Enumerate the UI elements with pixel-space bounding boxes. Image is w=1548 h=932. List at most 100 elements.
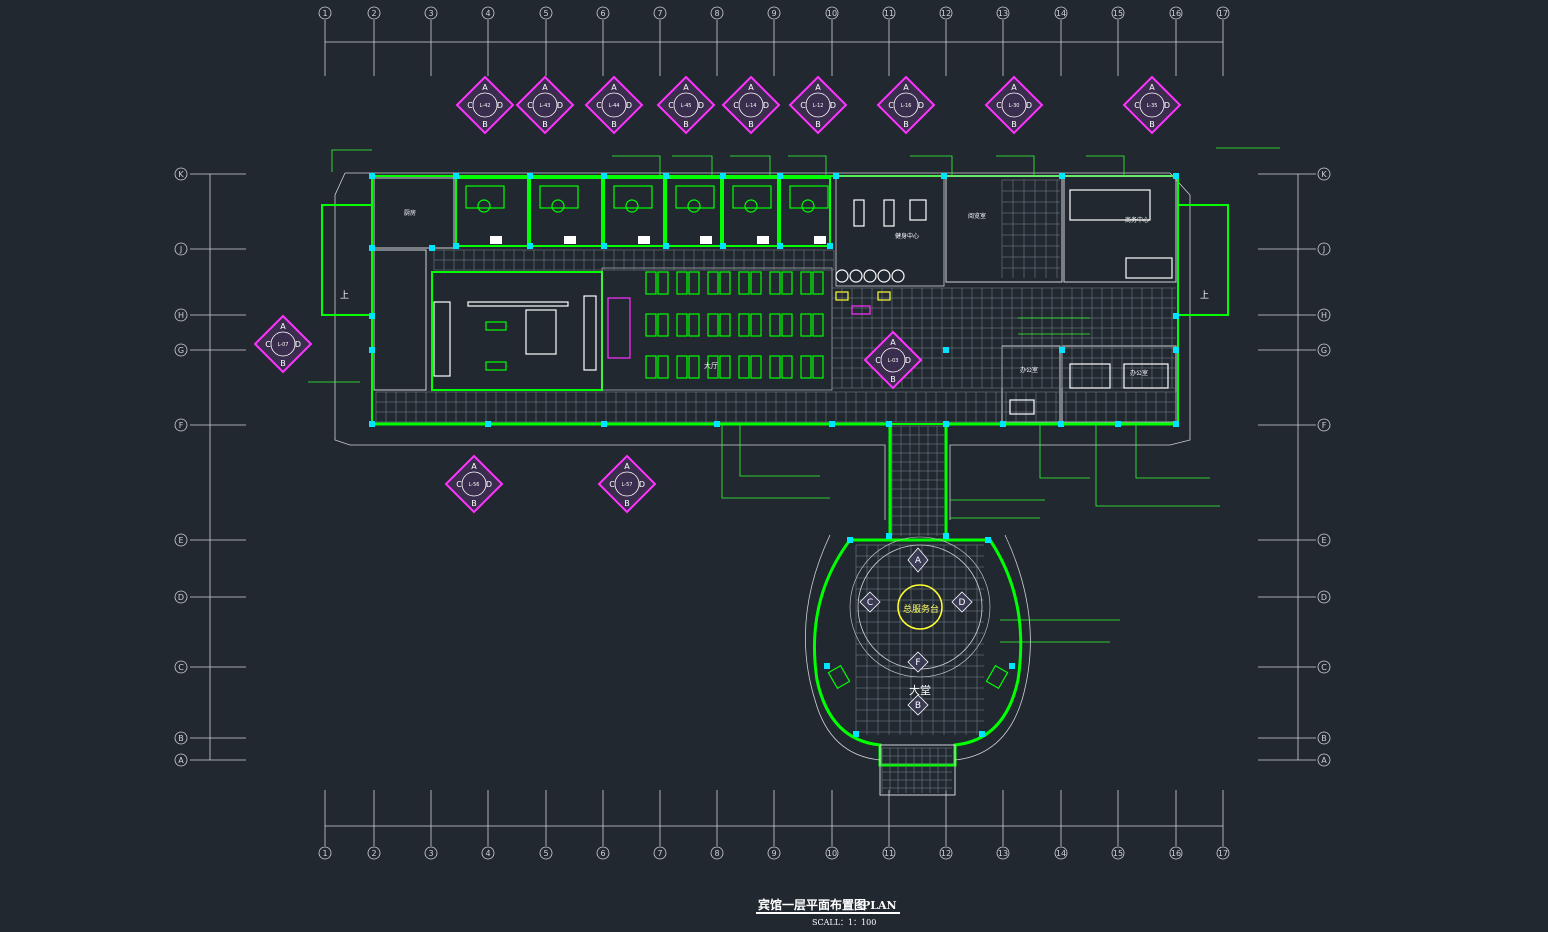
grid-col-label: 10 — [827, 849, 837, 858]
grid-col-label: 12 — [941, 849, 951, 858]
grid-col-bubble-13: 13 — [996, 846, 1010, 860]
reception-label: 总服务台 — [903, 603, 939, 615]
column — [1058, 421, 1064, 427]
lobby-markers: A C D F B — [859, 547, 973, 716]
index-letter-a: A — [280, 322, 286, 331]
grid-col-bubble-7: 7 — [653, 6, 667, 20]
grid-col-bubble-8: 8 — [710, 846, 724, 860]
index-ref: L-14 — [746, 103, 757, 109]
grid-col-bubble-4: 4 — [481, 6, 495, 20]
grid-col-bubble-4: 4 — [481, 846, 495, 860]
index-letter-b: B — [482, 120, 488, 129]
grid-row-label: J — [179, 245, 182, 254]
index-letter-b: B — [280, 359, 286, 368]
index-letter-c: C — [996, 101, 1002, 110]
grid-row-label: C — [1321, 663, 1327, 672]
grid-col-label: 3 — [428, 849, 433, 858]
grid-col-label: 2 — [371, 849, 376, 858]
grid-col-bubble-12: 12 — [939, 6, 953, 20]
grid-col-label: 11 — [884, 9, 894, 18]
dimension-lines — [190, 20, 1316, 846]
grid-col-label: 8 — [714, 9, 719, 18]
index-ref: L-12 — [813, 103, 824, 109]
grid-col-label: 7 — [657, 9, 662, 18]
grid-row-label: G — [178, 346, 184, 355]
grid-col-label: 7 — [657, 849, 662, 858]
column — [720, 243, 726, 249]
index-letter-b: B — [890, 375, 896, 384]
index-letter-a: A — [815, 83, 821, 92]
grid-row-label: G — [1321, 346, 1327, 355]
column — [941, 173, 947, 179]
drawing-title-en: PLAN — [862, 899, 897, 912]
column — [663, 243, 669, 249]
grid-row-bubble-D: D — [1317, 590, 1331, 604]
index-letter-d: D — [1026, 101, 1032, 110]
grid-col-label: 13 — [998, 9, 1008, 18]
grid-row-label: F — [1322, 421, 1327, 430]
column — [429, 245, 435, 251]
grid-row-bubble-E: E — [174, 533, 188, 547]
lobby-marker-left: C — [867, 598, 873, 608]
column — [777, 173, 783, 179]
column — [943, 421, 949, 427]
reading-label: 阅览室 — [968, 212, 986, 220]
column — [943, 347, 949, 353]
column — [1059, 173, 1065, 179]
column — [485, 421, 491, 427]
column — [985, 537, 991, 543]
column — [369, 313, 375, 319]
grid-row-bubble-J: J — [1317, 242, 1331, 256]
grid-row-bubble-B: B — [1317, 731, 1331, 745]
grid-col-bubble-15: 15 — [1111, 6, 1125, 20]
column — [827, 243, 833, 249]
room-labels: 上 上 大厅 大堂 总服务台 厨房 办公室 办公室 健身中心 商务中心 阅览室 — [340, 209, 1209, 697]
drawing-scale: SCALL：1：100 — [812, 918, 876, 927]
grid-row-label: F — [179, 421, 184, 430]
grid-col-bubble-13: 13 — [996, 6, 1010, 20]
grid-col-bubble-6: 6 — [596, 846, 610, 860]
lobby-label: 大厅 — [704, 361, 718, 370]
grid-row-bubble-J: J — [174, 242, 188, 256]
office-2-label: 办公室 — [1130, 369, 1148, 377]
grid-col-bubble-9: 9 — [767, 6, 781, 20]
grid-col-label: 14 — [1056, 9, 1066, 18]
index-letter-c: C — [527, 101, 533, 110]
column — [1115, 421, 1121, 427]
grid-col-label: 17 — [1218, 9, 1228, 18]
index-letter-d: D — [497, 101, 503, 110]
index-letter-b: B — [1149, 120, 1155, 129]
column — [1059, 347, 1065, 353]
index-letter-b: B — [683, 120, 689, 129]
grid-row-bubble-C: C — [174, 660, 188, 674]
index-letter-d: D — [486, 480, 492, 489]
grid-col-label: 15 — [1113, 9, 1123, 18]
grid-row-bubble-K: K — [1317, 167, 1331, 181]
column — [369, 347, 375, 353]
index-letter-d: D — [918, 101, 924, 110]
grid-row-bubble-E: E — [1317, 533, 1331, 547]
index-ref: L-07 — [278, 342, 289, 348]
index-letter-c: C — [265, 340, 271, 349]
title-block: 宾馆一层平面布置图 PLAN SCALL：1：100 — [756, 897, 900, 927]
grid-col-label: 4 — [485, 9, 490, 18]
grid-col-label: 5 — [543, 849, 548, 858]
grid-row-label: K — [178, 170, 184, 179]
grid-row-bubble-H: H — [174, 308, 188, 322]
grid-row-label: H — [178, 311, 184, 320]
column — [714, 421, 720, 427]
grid-row-bubble-B: B — [174, 731, 188, 745]
grid-row-label: C — [178, 663, 184, 672]
grid-row-label: B — [178, 734, 184, 743]
drawing-title: 宾馆一层平面布置图 — [758, 897, 866, 912]
grid-col-bubble-10: 10 — [825, 6, 839, 20]
index-letter-d: D — [830, 101, 836, 110]
index-letter-a: A — [624, 462, 630, 471]
column — [1173, 421, 1179, 427]
fitness-label: 健身中心 — [895, 232, 919, 240]
grid-col-bubble-12: 12 — [939, 846, 953, 860]
index-letter-a: A — [1149, 83, 1155, 92]
grid-col-bubble-6: 6 — [596, 6, 610, 20]
